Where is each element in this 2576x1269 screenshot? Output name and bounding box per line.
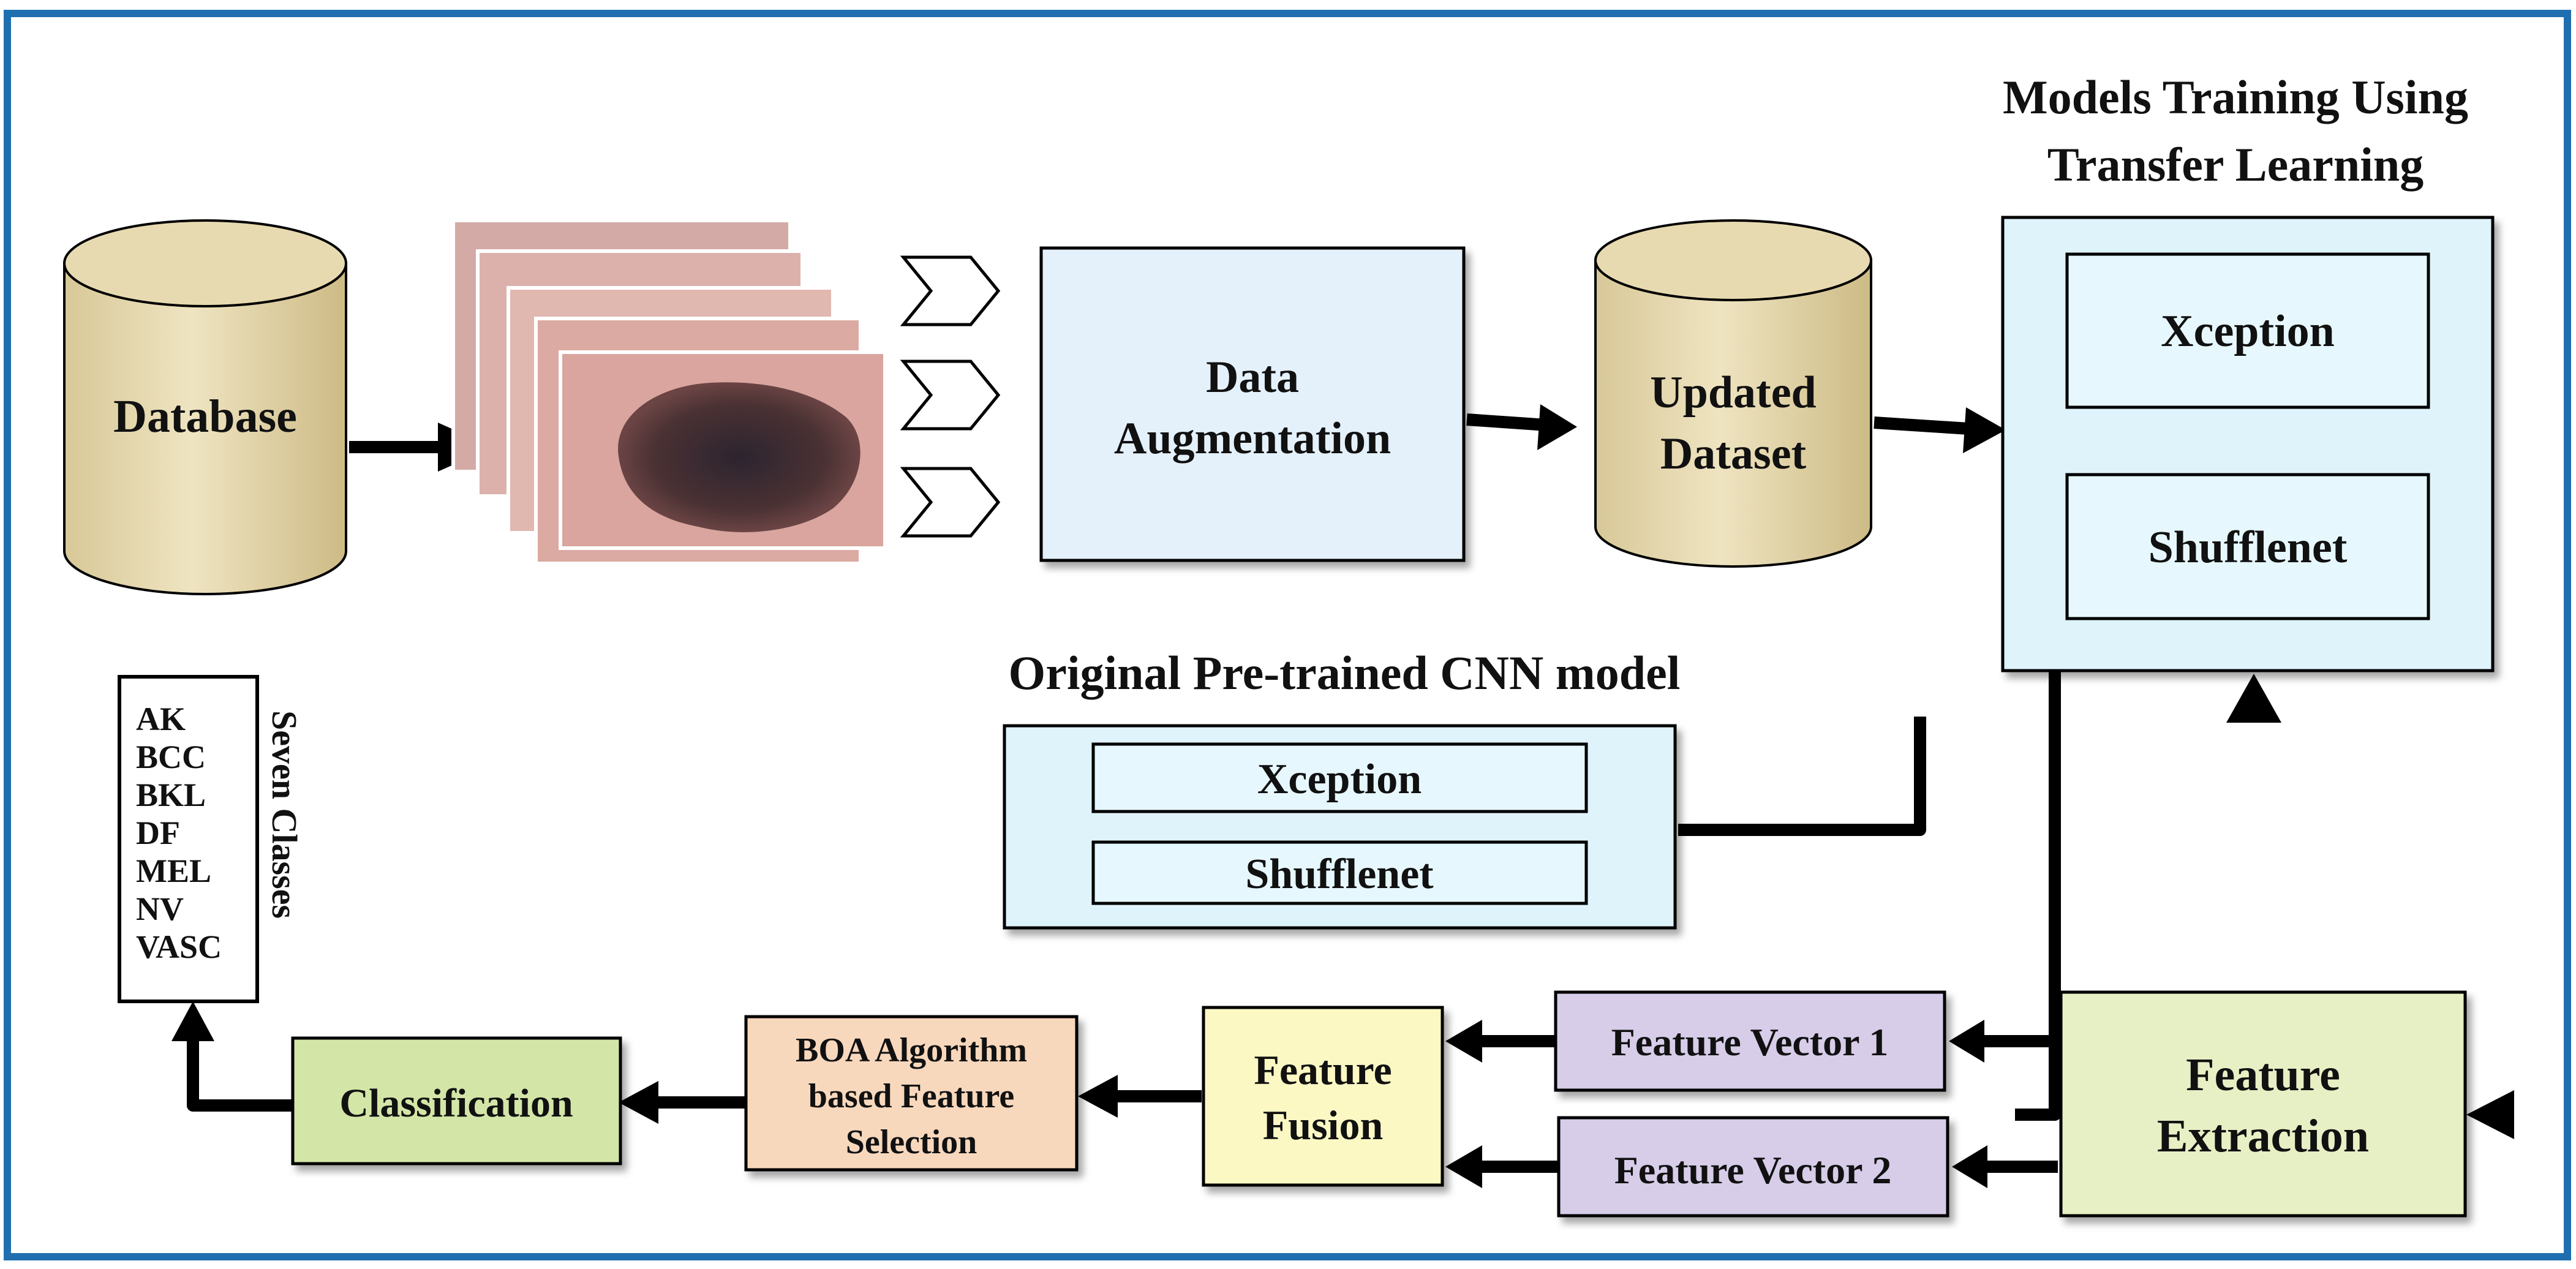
class-item-vasc: VASC [136, 928, 222, 965]
pretrained-model-shufflenet [1091, 840, 1588, 905]
classification-box: Classification [291, 1036, 622, 1165]
chevron-right-icon [900, 360, 1001, 431]
chevron-icons [900, 255, 1001, 538]
pretrained-model-shufflenet-label: Shufflenet [1245, 851, 1433, 898]
class-item-nv: NV [136, 891, 184, 927]
feature-extraction-label-line1: Feature [2186, 1049, 2340, 1101]
classes-caption: Seven Classes [265, 710, 304, 919]
class-item-df: DF [136, 815, 180, 851]
training-title-line2: Transfer Learning [2047, 138, 2424, 191]
boa-feature-selection-box: BOA Algorithm based Feature Selection [744, 1015, 1079, 1172]
pretrained-title: Original Pre-trained CNN model [1009, 646, 1681, 699]
updated-dataset-label-line1: Updated [1650, 367, 1816, 418]
training-models-box: Xception Shufflenet [2001, 216, 2495, 672]
database-label: Database [113, 391, 297, 442]
feature-fusion-box: Feature Fusion [1202, 1006, 1444, 1187]
feature-vector-1-label: Feature Vector 1 [1611, 1020, 1889, 1064]
class-item-mel: MEL [136, 853, 211, 889]
training-model-xception [2065, 252, 2430, 409]
feature-vector-2-box: Feature Vector 2 [1557, 1116, 1949, 1218]
outer-frame [4, 10, 2571, 1260]
class-item-bcc: BCC [136, 739, 206, 775]
chevron-right-icon [900, 255, 1001, 326]
feature-extraction-label-line2: Extraction [2157, 1110, 2369, 1162]
dermoscopy-image-stack [451, 219, 887, 565]
training-title-line1: Models Training Using [2003, 70, 2468, 124]
database-cylinder: Database [63, 219, 347, 595]
class-item-bkl: BKL [136, 777, 206, 813]
arrow-classification-to-classes [187, 1035, 294, 1112]
feature-extraction-box: Feature Extraction [2059, 990, 2467, 1218]
feature-fusion-label-line1: Feature [1254, 1047, 1392, 1093]
arrow-dataset-to-training [1874, 416, 1970, 435]
updated-dataset-cylinder: Updated Dataset [1594, 219, 1872, 568]
augmentation-label-line1: Data [1206, 352, 1299, 402]
training-model-shufflenet-label: Shufflenet [2149, 522, 2348, 573]
classification-label: Classification [339, 1081, 573, 1126]
boa-label-line1: BOA Algorithm [796, 1031, 1027, 1069]
data-augmentation-box: Data Augmentation [1039, 246, 1466, 562]
class-item-ak: AK [136, 701, 186, 737]
feature-vector-2-label: Feature Vector 2 [1614, 1148, 1892, 1192]
feature-vector-1-box: Feature Vector 1 [1554, 990, 1946, 1092]
pretrained-models-box: Xception Shufflenet [1003, 724, 1677, 930]
boa-label-line3: Selection [846, 1123, 977, 1161]
arrow-pretrained-to-training [1678, 717, 1926, 836]
feature-fusion-label-line2: Fusion [1263, 1102, 1384, 1148]
boa-label-line2: based Feature [808, 1077, 1015, 1115]
pretrained-model-xception-label: Xception [1257, 756, 1422, 803]
training-model-shufflenet [2065, 473, 2430, 620]
pretrained-model-xception [1091, 742, 1588, 813]
lesion-image [618, 382, 861, 532]
chevron-right-icon [900, 467, 1001, 538]
updated-dataset-label-line2: Dataset [1660, 429, 1807, 479]
training-model-xception-label: Xception [2161, 306, 2335, 356]
augmentation-label-line2: Augmentation [1114, 413, 1391, 464]
